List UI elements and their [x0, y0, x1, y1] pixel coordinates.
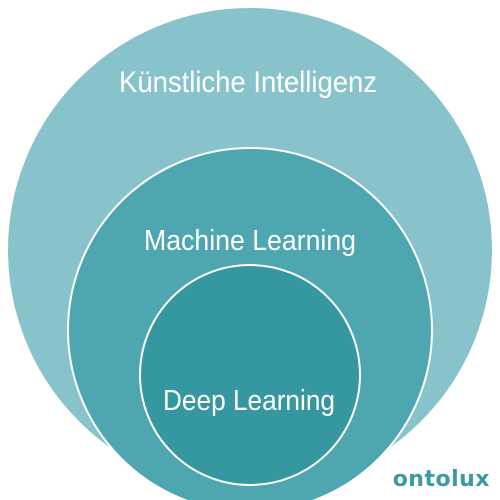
- brand-logo-text: ontolux: [392, 467, 490, 492]
- inner-circle-dl: [139, 264, 361, 486]
- label-deep-learning: Deep Learning: [163, 385, 335, 417]
- label-machine-learning: Machine Learning: [144, 225, 356, 257]
- label-kuenstliche-intelligenz: Künstliche Intelligenz: [119, 66, 377, 99]
